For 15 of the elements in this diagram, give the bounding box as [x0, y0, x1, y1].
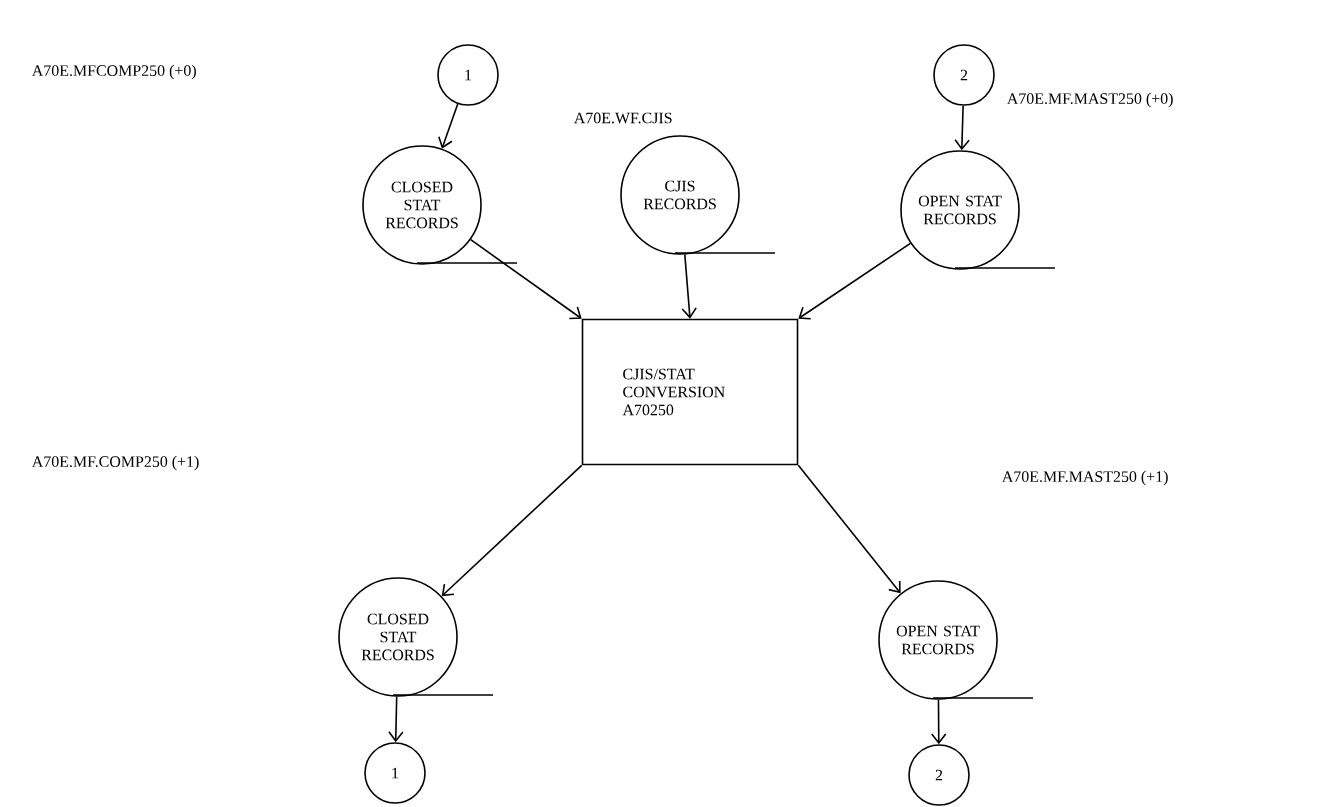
arrow: [469, 238, 582, 320]
file-name-label: A70E.WF.CJIS: [573, 112, 672, 124]
file-name-label: A70E.MF.MAST250 (+0): [1006, 92, 1173, 108]
file-name-label: A70E.MF.MAST250 (+1): [1001, 470, 1168, 486]
arrow: [954, 105, 970, 151]
process-box: CJIS/STAT CONVERSION A70250: [581, 318, 799, 466]
file-name-label: A70E.MFCOMP250 (+0): [31, 64, 196, 80]
arrow: [441, 464, 583, 597]
arrow: [681, 253, 697, 319]
arrow: [797, 464, 901, 594]
arrow: [388, 696, 404, 743]
file-name-label: A70E.MF.COMP250 (+1): [31, 455, 199, 471]
arrow: [438, 103, 459, 149]
arrow: [798, 242, 912, 320]
arrow: [930, 699, 947, 745]
